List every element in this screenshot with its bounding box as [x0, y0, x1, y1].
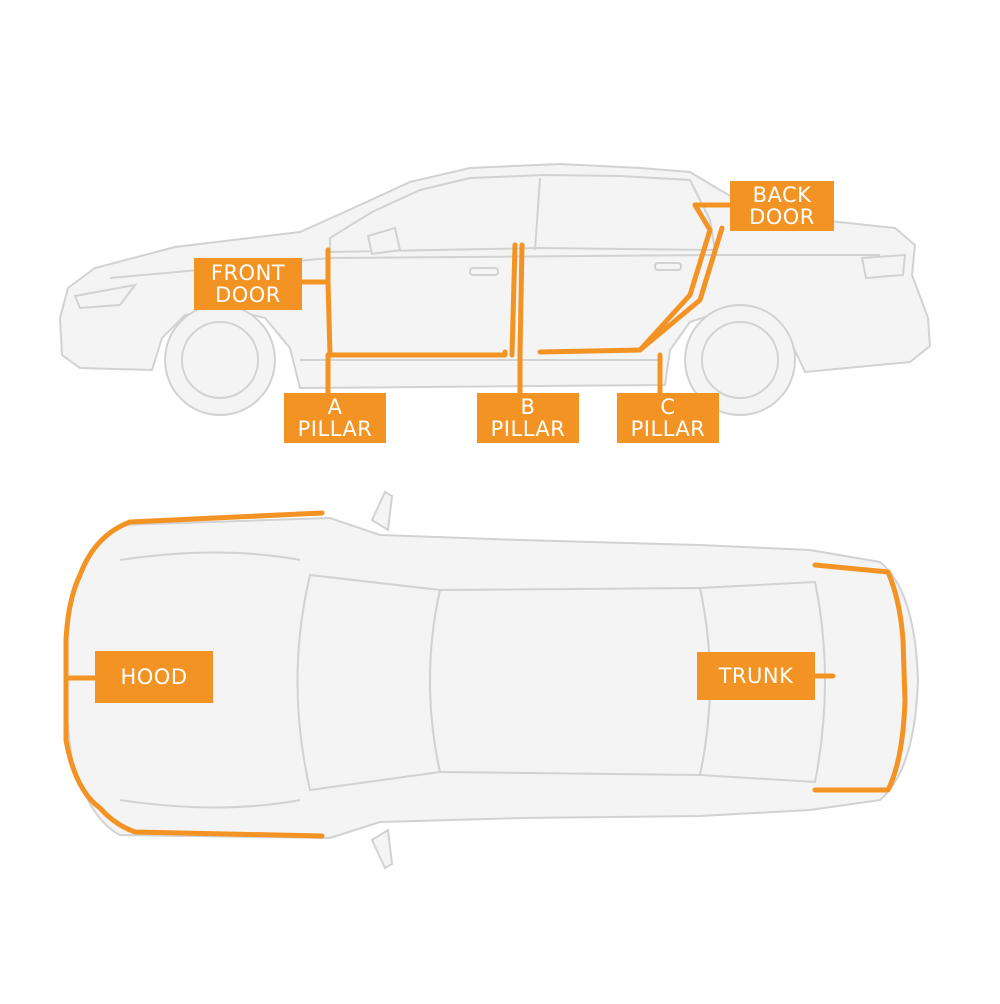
seal-strips [63, 202, 908, 839]
label-c-pillar: C PILLAR [617, 393, 719, 443]
side-front-wheel-rim [181, 321, 259, 399]
label-back-door: BACK DOOR [730, 181, 834, 231]
side-rear-wheel-rim [701, 321, 779, 399]
label-c-pillar-line1: C [660, 395, 676, 419]
label-trunk: TRUNK [697, 652, 815, 700]
label-b-pillar-line2: PILLAR [490, 417, 566, 441]
strip-front-door [299, 247, 508, 358]
label-back-door-line1: BACK [752, 183, 812, 207]
strip-c-pillar [537, 202, 713, 355]
top-hood-line [119, 551, 301, 561]
label-front-door-line1: FRONT [210, 261, 286, 285]
top-windshield [296, 573, 442, 792]
strip-c-pillar-inner [637, 225, 725, 353]
label-hood: HOOD [95, 651, 213, 703]
label-front-door-line2: DOOR [215, 283, 281, 307]
label-a-pillar: A PILLAR [284, 393, 386, 443]
top-hood-line-2 [119, 799, 301, 809]
side-front-handle [469, 267, 499, 276]
label-a-pillar-line2: PILLAR [297, 417, 373, 441]
label-a-pillar-line1: A [327, 395, 343, 419]
side-headlight [73, 283, 138, 310]
strip-hood [63, 510, 325, 839]
side-taillight [860, 253, 907, 280]
side-window-outline [329, 173, 717, 254]
label-b-pillar: B PILLAR [477, 393, 579, 443]
label-front-door: FRONT DOOR [194, 258, 302, 310]
top-view-car [65, 490, 920, 870]
strip-trunk [812, 562, 908, 793]
label-c-pillar-line2: PILLAR [630, 417, 706, 441]
label-hood-text: HOOD [120, 665, 188, 689]
side-mirror [366, 226, 402, 256]
label-b-pillar-line1: B [520, 395, 536, 419]
top-roof [429, 586, 711, 777]
label-back-door-line2: DOOR [749, 205, 815, 229]
side-b-pillar-line [534, 177, 541, 251]
label-trunk-text: TRUNK [718, 664, 794, 688]
top-mirror-left [370, 490, 394, 532]
side-view-car [58, 162, 932, 416]
side-rear-handle [654, 262, 682, 271]
strip-b-pillar [509, 242, 525, 358]
top-mirror-right [370, 828, 394, 870]
